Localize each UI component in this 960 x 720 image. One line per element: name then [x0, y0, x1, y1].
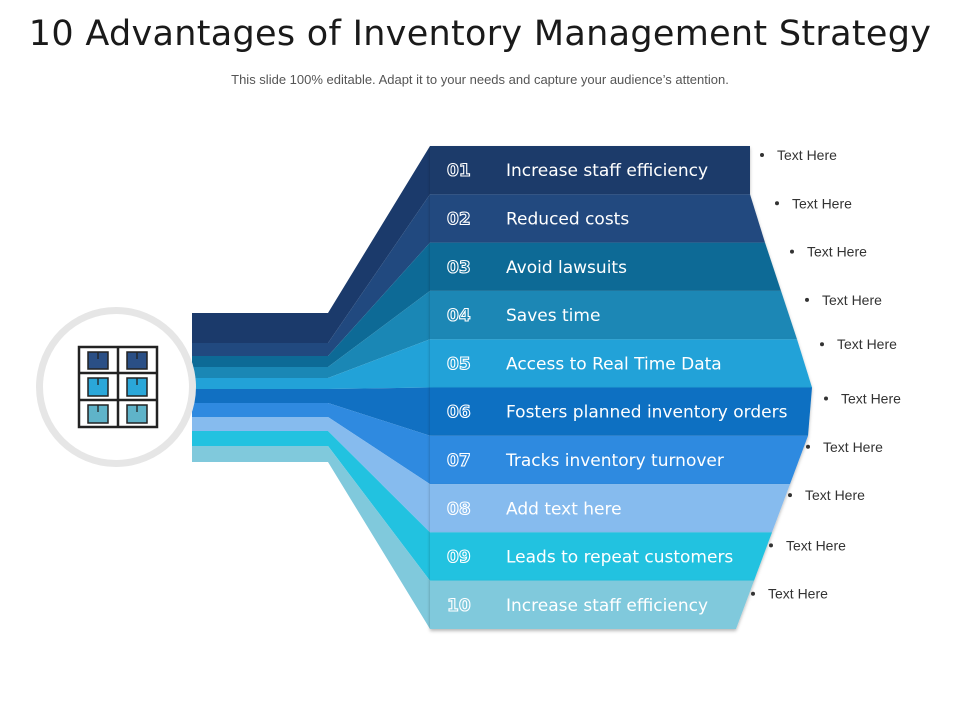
side-note-text: Text Here — [777, 147, 837, 163]
band-label: Avoid lawsuits — [506, 258, 627, 278]
bullet-icon — [805, 297, 809, 302]
slide-subtitle: This slide 100% editable. Adapt it to yo… — [231, 72, 729, 87]
side-note-09: Text Here — [769, 537, 846, 553]
side-note-text: Text Here — [792, 195, 852, 211]
band-shape — [430, 339, 812, 388]
band-shape — [430, 532, 772, 581]
fan-connector-03 — [192, 242, 430, 367]
band-number: 09 — [447, 548, 471, 568]
band-label: Fosters planned inventory orders — [506, 403, 788, 423]
band-shape — [430, 580, 754, 629]
fan-connector-09 — [192, 431, 430, 581]
bullet-icon — [751, 591, 755, 596]
band-label: Saves time — [506, 306, 600, 326]
side-note-01: Text Here — [760, 147, 837, 163]
side-note-04: Text Here — [805, 292, 882, 308]
band-label: Access to Real Time Data — [506, 354, 722, 374]
side-note-text: Text Here — [841, 391, 901, 407]
bullet-icon — [769, 543, 773, 548]
band-shape — [430, 387, 812, 436]
band-shape — [430, 194, 765, 243]
side-note-text: Text Here — [837, 336, 897, 352]
band-number: 08 — [447, 499, 471, 519]
advantage-band-04: 04 Saves time — [430, 290, 797, 340]
band-number: 07 — [447, 451, 471, 471]
band-label: Increase staff efficiency — [506, 596, 708, 616]
advantage-band-02: 02 Reduced costs — [430, 194, 765, 243]
fan-connector-02 — [192, 194, 430, 356]
side-note-text: Text Here — [807, 244, 867, 260]
side-note-text: Text Here — [805, 487, 865, 503]
band-number: 06 — [447, 403, 471, 423]
advantage-band-10: 10 Increase staff efficiency — [430, 580, 754, 629]
band-label: Increase staff efficiency — [506, 161, 708, 181]
band-label: Reduced costs — [506, 209, 629, 229]
fan-connector-06 — [192, 387, 430, 436]
bullet-icon — [824, 396, 828, 401]
hub-circle — [36, 307, 196, 467]
advantage-band-09: 09 Leads to repeat customers — [430, 532, 772, 581]
band-label: Tracks inventory turnover — [505, 451, 724, 471]
fan-connector-04 — [192, 290, 430, 378]
bullet-icon — [788, 493, 792, 498]
side-note-08: Text Here — [788, 487, 865, 503]
band-number: 04 — [447, 306, 471, 326]
side-note-07: Text Here — [806, 439, 883, 455]
warehouse-shelves-icon — [77, 345, 159, 429]
side-note-text: Text Here — [823, 439, 883, 455]
advantage-band-08: 08 Add text here — [430, 484, 790, 533]
band-number: 02 — [447, 209, 471, 229]
band-number: 01 — [447, 161, 471, 181]
side-note-06: Text Here — [824, 391, 901, 407]
band-shape — [430, 484, 790, 533]
band-shape — [430, 242, 781, 291]
advantage-band-06: 06 Fosters planned inventory orders — [430, 387, 812, 436]
side-note-text: Text Here — [786, 537, 846, 553]
side-note-02: Text Here — [775, 195, 852, 211]
band-number: 10 — [447, 596, 471, 616]
band-shape — [430, 435, 808, 485]
fan-connectors — [192, 146, 430, 629]
fan-connector-07 — [192, 403, 430, 485]
side-note-05: Text Here — [820, 336, 897, 352]
side-note-text: Text Here — [768, 586, 828, 602]
band-shape — [430, 290, 797, 340]
bullet-icon — [775, 201, 779, 206]
side-note-03: Text Here — [790, 244, 867, 260]
band-label: Add text here — [506, 499, 622, 519]
slide-title: 10 Advantages of Inventory Management St… — [28, 14, 932, 54]
side-note-10: Text Here — [751, 586, 828, 602]
bullet-icon — [820, 342, 824, 347]
advantage-band-01: 01 Increase staff efficiency — [430, 146, 750, 195]
bullet-icon — [806, 444, 810, 449]
fan-connector-10 — [192, 446, 430, 629]
fan-connector-01 — [192, 146, 430, 343]
band-number: 03 — [447, 258, 471, 278]
advantage-band-07: 07 Tracks inventory turnover — [430, 435, 808, 485]
fan-connector-08 — [192, 417, 430, 533]
bullet-icon — [760, 153, 764, 157]
fan-connector-05 — [192, 339, 430, 389]
band-shape — [430, 146, 750, 195]
advantage-band-03: 03 Avoid lawsuits — [430, 242, 781, 291]
advantage-band-05: 05 Access to Real Time Data — [430, 339, 812, 388]
band-number: 05 — [447, 354, 471, 374]
side-note-text: Text Here — [822, 292, 882, 308]
bullet-icon — [790, 249, 794, 254]
band-label: Leads to repeat customers — [506, 548, 733, 568]
